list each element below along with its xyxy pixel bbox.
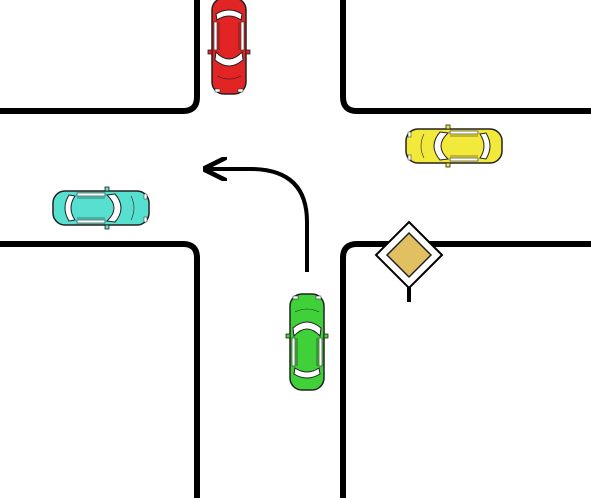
car-yellow bbox=[405, 124, 503, 168]
road-edge-top-left bbox=[0, 0, 200, 114]
car-green bbox=[285, 293, 329, 391]
road-edge-bottom-right bbox=[340, 241, 591, 498]
car-red bbox=[207, 0, 251, 95]
priority-road-sign bbox=[374, 220, 444, 302]
road-edge-top-right bbox=[340, 0, 591, 114]
road-edge-bottom-left bbox=[0, 241, 200, 498]
left-turn-arrow bbox=[208, 169, 309, 272]
car-teal bbox=[52, 186, 150, 230]
